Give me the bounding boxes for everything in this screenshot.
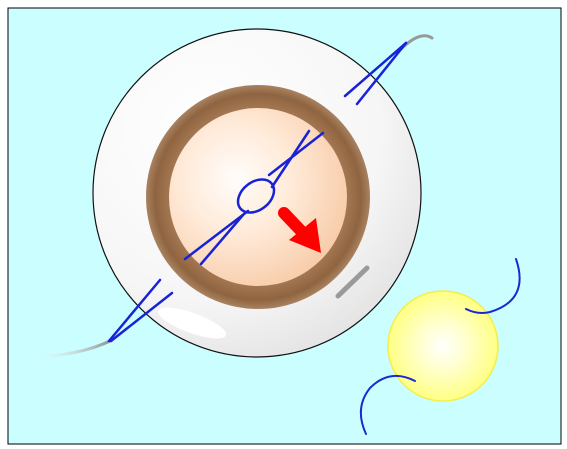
- suture-line: [183, 209, 250, 261]
- suture-line: [355, 41, 408, 106]
- suture-line: [270, 129, 311, 189]
- strand-lower: [359, 374, 416, 435]
- rim-highlight: [157, 307, 227, 339]
- arrow-head: [289, 218, 321, 253]
- suture-line: [267, 131, 325, 177]
- suture-tail-lower: [28, 338, 114, 359]
- ligature-suture: [107, 41, 408, 343]
- rim-slit: [335, 265, 370, 299]
- suture-line: [199, 213, 245, 266]
- suture-line: [109, 291, 174, 343]
- direction-arrow: [278, 207, 321, 253]
- yellow-sphere: [387, 290, 499, 402]
- suture-line: [343, 41, 408, 98]
- suture-line: [107, 278, 162, 343]
- strand-upper: [465, 258, 521, 314]
- knot-loop: [236, 178, 276, 214]
